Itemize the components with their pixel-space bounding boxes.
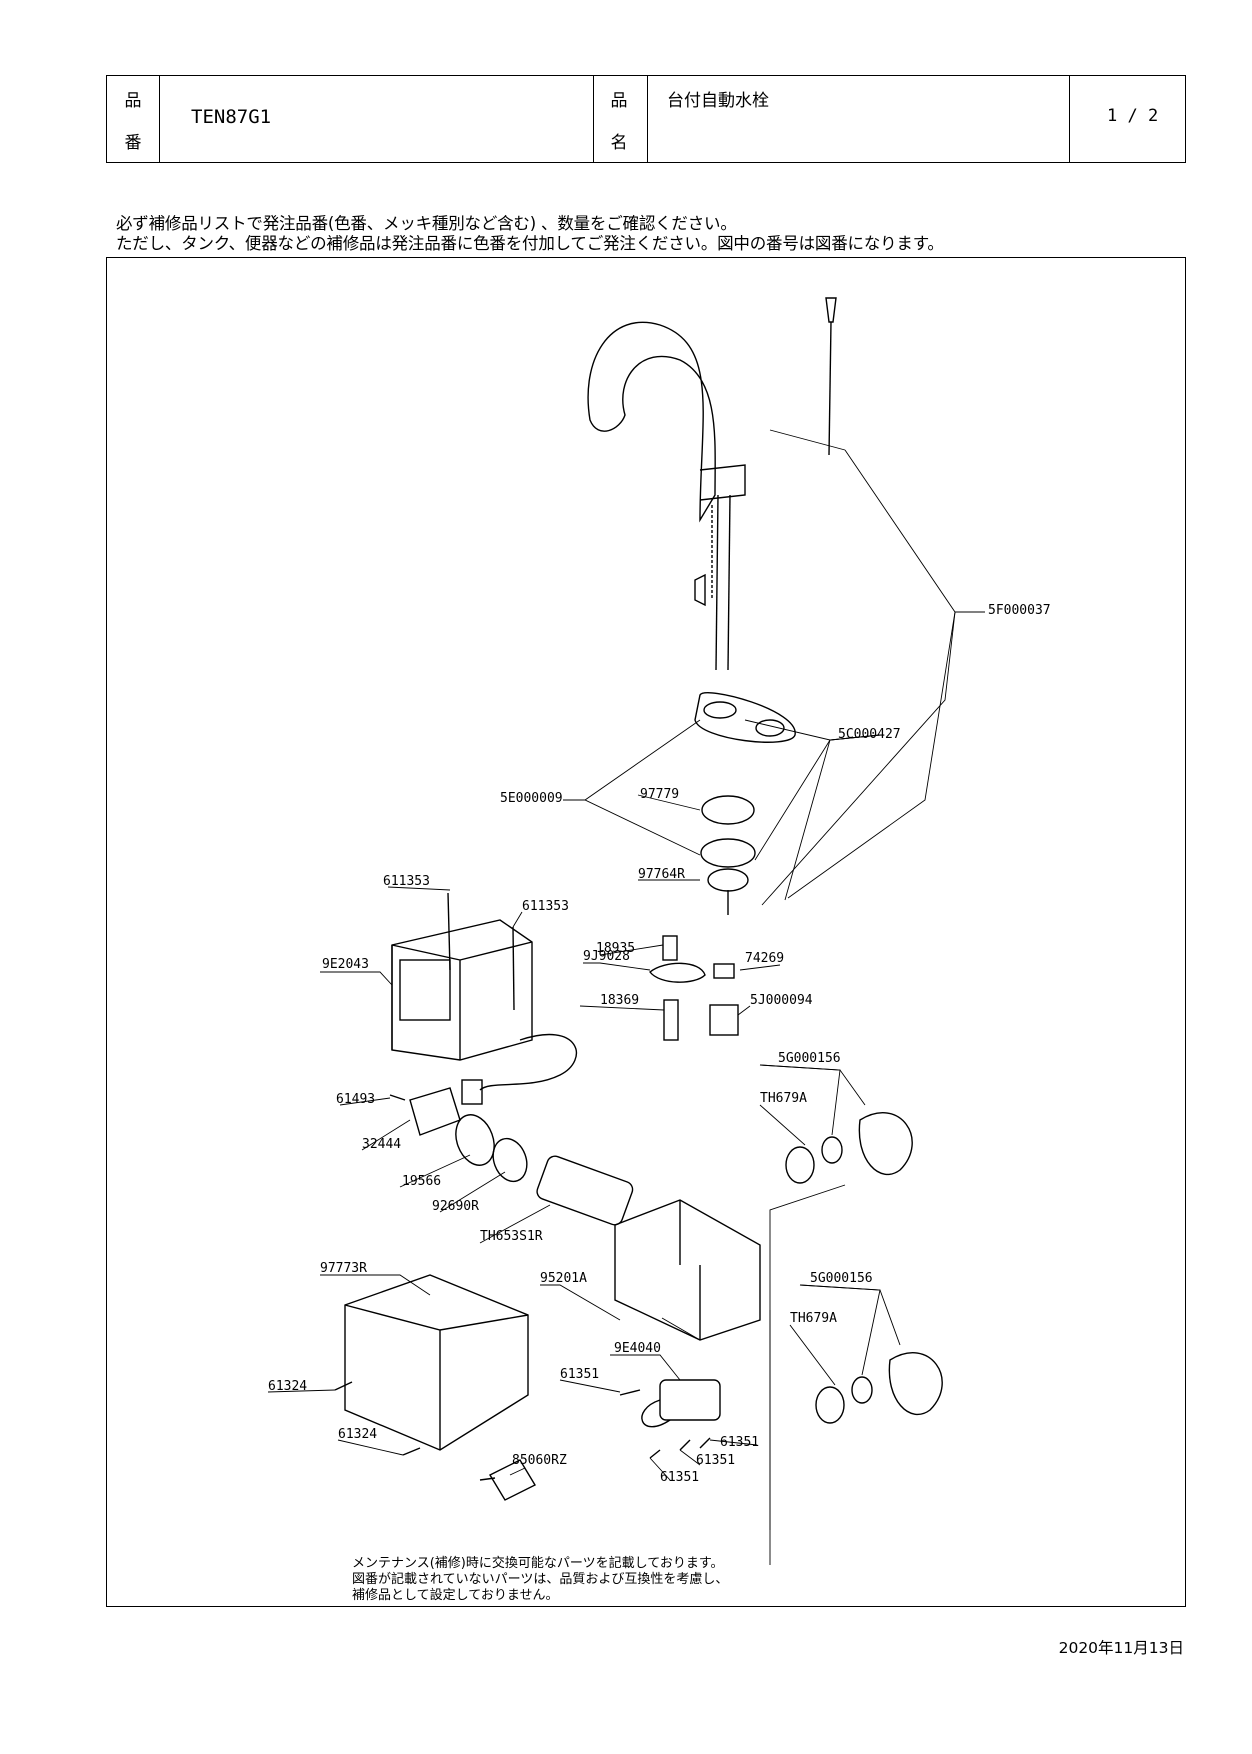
- label-61351-c: 61351: [696, 1453, 735, 1468]
- popup-knob-icon: [825, 297, 837, 323]
- label-611353-a: 611353: [383, 874, 430, 889]
- title-block: 品 番 TEN87G1 品 名 台付自動水栓 1 / 2: [106, 75, 1186, 163]
- diagram-frame: [106, 257, 1186, 1607]
- label-9E4040: 9E4040: [614, 1341, 661, 1356]
- notice-line-2: ただし、タンク、便器などの補修品は発注品番に色番を付加してご発注ください。図中の…: [116, 234, 944, 253]
- part-32444-icon: [409, 1087, 461, 1136]
- label-TH679A-b: TH679A: [790, 1311, 837, 1326]
- divider: [647, 76, 648, 162]
- cable-icon: [479, 1033, 577, 1091]
- issue-date: 2020年11月13日: [1058, 1639, 1184, 1657]
- divider: [159, 76, 160, 162]
- hinban-label-bottom: 番: [124, 133, 142, 153]
- label-5G000156-a: 5G000156: [778, 1051, 841, 1066]
- ring-97779-icon: [701, 795, 755, 825]
- hinmei-label-top: 品: [610, 91, 628, 111]
- label-TH653S1R: TH653S1R: [480, 1229, 543, 1244]
- footnote-line-2: 図番が記載されていないパーツは、品質および互換性を考慮し、: [352, 1572, 729, 1587]
- fitting-bottom-icon: [815, 1386, 845, 1424]
- label-32444: 32444: [362, 1137, 401, 1152]
- label-97764R: 97764R: [638, 867, 685, 882]
- plug-icon: [461, 1079, 483, 1105]
- part-5j000094-icon: [709, 1004, 739, 1036]
- valve-body-icon: [614, 1199, 761, 1341]
- footnote-line-1: メンテナンス(補修)時に交換可能なパーツを記載しております。: [352, 1556, 724, 1571]
- label-61493: 61493: [336, 1092, 375, 1107]
- control-box-icon: [391, 919, 533, 1061]
- part-9j9028-icon: [649, 962, 706, 983]
- product-name: 台付自動水栓: [667, 91, 769, 111]
- fitting-top-icon: [785, 1146, 815, 1184]
- label-61351-b: 61351: [720, 1435, 759, 1450]
- label-5J000094: 5J000094: [750, 993, 813, 1008]
- ring-5e000009-icon: [700, 838, 756, 868]
- hinban-label-top: 品: [124, 91, 142, 111]
- label-TH679A-a: TH679A: [760, 1091, 807, 1106]
- label-5C000427: 5C000427: [838, 727, 901, 742]
- label-97779: 97779: [640, 787, 679, 802]
- label-18369: 18369: [600, 993, 639, 1008]
- base-plate-icon: [694, 692, 796, 743]
- cover-icon: [344, 1274, 529, 1451]
- label-92690R: 92690R: [432, 1199, 479, 1214]
- label-74269: 74269: [745, 951, 784, 966]
- faucet-shaft-icon: [715, 494, 719, 671]
- part-number: TEN87G1: [191, 106, 272, 128]
- part-74269-icon: [713, 963, 735, 979]
- label-95201A: 95201A: [540, 1271, 587, 1286]
- label-61351-a: 61351: [560, 1367, 599, 1382]
- notice-line-1: 必ず補修品リストで発注品番(色番、メッキ種別など含む) 、数量をご確認ください。: [116, 214, 737, 233]
- label-5G000156-b: 5G000156: [810, 1271, 873, 1286]
- cartridge-icon: [536, 1155, 634, 1226]
- label-61351-d: 61351: [660, 1470, 699, 1485]
- nut-97764r-icon: [707, 868, 749, 892]
- hinmei-label-bottom: 名: [610, 133, 628, 153]
- part-92690r-icon: [492, 1137, 528, 1183]
- label-19566: 19566: [402, 1174, 441, 1189]
- label-18935: 18935: [596, 941, 635, 956]
- label-611353-b: 611353: [522, 899, 569, 914]
- label-9J9028: 9J9028: [583, 949, 630, 964]
- label-5F000037: 5F000037: [988, 603, 1051, 618]
- label-61324-b: 61324: [338, 1427, 377, 1442]
- part-18369-icon: [663, 999, 679, 1041]
- label-85060RZ: 85060RZ: [512, 1453, 567, 1468]
- key-icon: [489, 1459, 536, 1501]
- divider: [593, 76, 594, 162]
- spout-icon: [587, 321, 716, 523]
- footnote-line-3: 補修品として設定しておりません。: [352, 1588, 559, 1603]
- page-number: 1 / 2: [1107, 106, 1159, 126]
- part-18935-icon: [662, 935, 678, 961]
- popup-rod-icon: [828, 321, 832, 456]
- connector-icon: [694, 573, 706, 607]
- label-61324-a: 61324: [268, 1379, 307, 1394]
- label-9E2043: 9E2043: [322, 957, 369, 972]
- spout-body-icon: [699, 464, 746, 501]
- part-19566-icon: [455, 1114, 495, 1166]
- divider: [1069, 76, 1070, 162]
- label-5E000009: 5E000009: [500, 791, 563, 806]
- label-97773R: 97773R: [320, 1261, 367, 1276]
- solenoid-icon: [659, 1379, 721, 1421]
